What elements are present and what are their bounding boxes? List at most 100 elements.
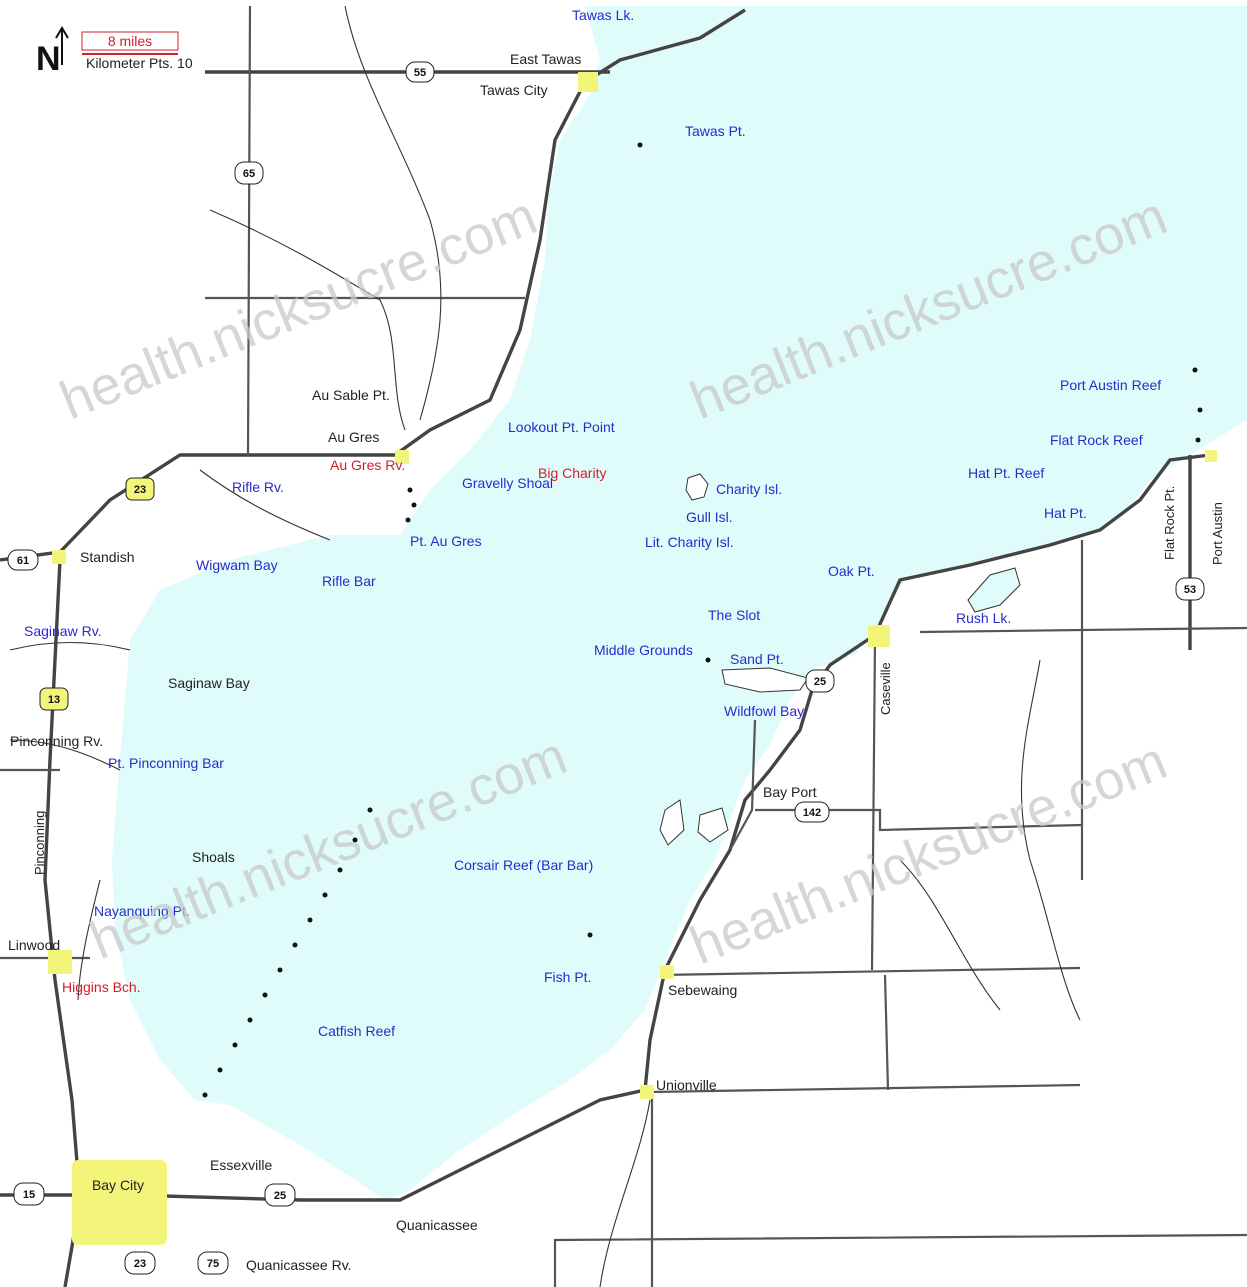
label-flat-rock-pt: Flat Rock Pt. [1162, 486, 1177, 560]
shield-55: 55 [405, 61, 435, 83]
svg-text:23: 23 [134, 1258, 146, 1270]
river-8 [899, 859, 1001, 1011]
town-markers [48, 72, 1217, 1245]
road-f [649, 1083, 1081, 1094]
rush-lake [967, 567, 1021, 613]
svg-text:53: 53 [1184, 584, 1196, 596]
label-au-gres-rv: Au Gres Rv. [330, 457, 405, 473]
label-tawas-lk: Tawas Lk. [572, 7, 634, 23]
svg-text:15: 15 [23, 1189, 35, 1201]
river-4 [9, 641, 131, 651]
label-port-austin: Port Austin [1210, 502, 1225, 565]
river-3 [199, 469, 331, 541]
svg-text:13: 13 [48, 694, 60, 706]
svg-text:75: 75 [207, 1258, 219, 1270]
river-7 [1020, 659, 1081, 1021]
river-2 [209, 209, 406, 431]
label-linwood: Linwood [8, 937, 60, 953]
label-tawas-pt: Tawas Pt. [685, 123, 746, 139]
road-e [659, 966, 1081, 977]
shield-61: 61 [7, 549, 39, 571]
place-labels-red: Au Gres Rv. Big Charity Higgins Bch. [62, 457, 606, 995]
label-port-austin-reef: Port Austin Reef [1060, 377, 1161, 393]
label-caseville: Caseville [878, 662, 893, 715]
svg-text:25: 25 [814, 676, 826, 688]
highway-25 [0, 453, 1211, 1202]
label-east-tawas: East Tawas [510, 51, 581, 67]
label-pt-au-gres: Pt. Au Gres [410, 533, 482, 549]
label-au-gres: Au Gres [328, 429, 379, 445]
label-wildfowl-bay: Wildfowl Bay [724, 703, 804, 719]
road-m65 [246, 5, 252, 456]
label-sebewaing: Sebewaing [668, 982, 737, 998]
label-saginaw-bay: Saginaw Bay [168, 675, 250, 691]
road-g [883, 974, 890, 1091]
label-pinconning: Pinconning [32, 811, 47, 875]
place-labels-blue: Tawas Lk. Tawas Pt. Lookout Pt. Point Gr… [24, 7, 1177, 1039]
road-m [870, 639, 877, 971]
label-saginaw-rv: Saginaw Rv. [24, 623, 102, 639]
label-au-sable-pt: Au Sable Pt. [312, 387, 390, 403]
charity-island [685, 473, 709, 501]
label-bay-city: Bay City [92, 1177, 144, 1193]
label-gravelly-shoal: Gravelly Shoal [462, 475, 553, 491]
label-unionville: Unionville [656, 1077, 717, 1093]
label-corsair-reef: Corsair Reef (Bar Bar) [454, 857, 593, 873]
svg-text:65: 65 [243, 168, 255, 180]
label-catfish-reef: Catfish Reef [318, 1023, 395, 1039]
north-arrow: N [36, 26, 69, 78]
shield-23b: 23 [124, 1251, 156, 1275]
svg-text:8 miles: 8 miles [108, 33, 152, 49]
shield-25b: 25 [264, 1183, 296, 1207]
place-labels-black: East Tawas Tawas City Au Sable Pt. Au Gr… [8, 51, 1225, 1273]
saginaw-bay-water [112, 6, 1247, 1200]
shield-13: 13 [39, 687, 69, 711]
label-hat-pt: Hat Pt. [1044, 505, 1087, 521]
label-fish-pt: Fish Pt. [544, 969, 591, 985]
label-shoals: Shoals [192, 849, 235, 865]
label-charity-isl: Charity Isl. [716, 481, 782, 497]
label-wigwam-bay: Wigwam Bay [196, 557, 278, 573]
scale-bar: 8 miles Kilometer Pts. 10 [81, 31, 193, 71]
label-rifle-rv: Rifle Rv. [232, 479, 284, 495]
river-9 [599, 1099, 651, 1287]
svg-text:55: 55 [414, 67, 426, 79]
label-sand-pt: Sand Pt. [730, 651, 784, 667]
svg-text:142: 142 [803, 807, 821, 819]
label-middle-grounds: Middle Grounds [594, 642, 693, 658]
label-nayanquing-pt: Nayanquing Pt. [94, 903, 190, 919]
river-1 [344, 5, 442, 421]
svg-text:23: 23 [134, 484, 146, 496]
shield-65: 65 [234, 161, 264, 185]
label-hat-pt-reef: Hat Pt. Reef [968, 465, 1044, 481]
label-flat-rock-reef: Flat Rock Reef [1050, 432, 1143, 448]
label-pt-pinconning-bar: Pt. Pinconning Bar [108, 755, 224, 771]
river-6 [77, 879, 101, 1001]
label-rifle-bar: Rifle Bar [322, 573, 376, 589]
label-higgins-bch: Higgins Bch. [62, 979, 141, 995]
shield-53: 53 [1175, 577, 1205, 601]
svg-text:61: 61 [17, 555, 29, 567]
label-big-charity: Big Charity [538, 465, 606, 481]
label-tawas-city: Tawas City [480, 82, 548, 98]
road-i [553, 1233, 1247, 1287]
heisterman-island [697, 807, 729, 843]
label-oak-pt: Oak Pt. [828, 563, 875, 579]
wildfowl-bay-island [721, 667, 809, 693]
label-quanicassee: Quanicassee [396, 1217, 478, 1233]
shipping-channel [202, 142, 1203, 1098]
shield-142: 142 [794, 801, 830, 823]
svg-text:Kilometer Pts. 10: Kilometer Pts. 10 [86, 55, 193, 71]
svg-text:N: N [36, 40, 61, 78]
shield-25a: 25 [805, 669, 835, 693]
label-pinconning-rv: Pinconning Rv. [10, 733, 103, 749]
label-standish: Standish [80, 549, 134, 565]
shield-75: 75 [197, 1251, 229, 1275]
label-the-slot: The Slot [708, 607, 760, 623]
label-quanicassee-rv: Quanicassee Rv. [246, 1257, 352, 1273]
label-point-lookout: Lookout Pt. Point [508, 419, 615, 435]
shield-15: 15 [13, 1182, 45, 1206]
label-gull-isl: Gull Isl. [686, 509, 733, 525]
road-l [729, 719, 757, 851]
